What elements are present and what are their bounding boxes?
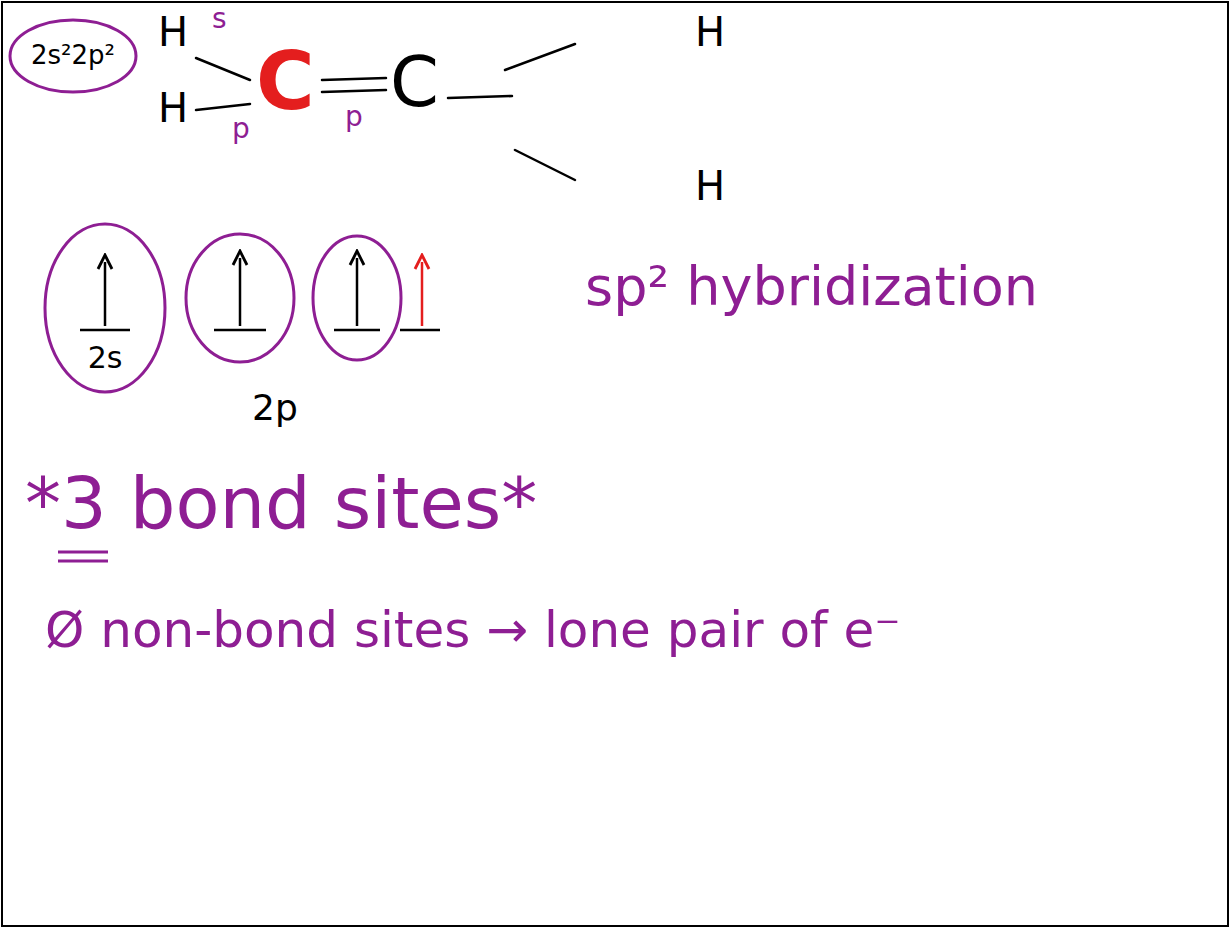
orbital-text: 2s: [88, 340, 123, 376]
ellipse-outline: [45, 224, 165, 392]
note: Ø non-bond sites → lone pair of e⁻: [45, 600, 901, 660]
atom-symbol: C: [390, 40, 439, 124]
note: *3 bond sites*: [25, 460, 537, 546]
orbital-ellipse: 2s²2p²: [8, 18, 138, 94]
orbital-label: s: [212, 2, 227, 36]
orbital-circles: [186, 234, 401, 362]
underline: [58, 552, 108, 561]
atom-symbol: H: [158, 8, 188, 56]
orbital-ellipse: 2s: [43, 222, 167, 394]
orbital-text: 2s²2p²: [31, 40, 115, 71]
electron-arrows: [80, 258, 440, 330]
atom-symbol: H: [695, 8, 725, 56]
note: sp² hybridization: [585, 255, 1038, 320]
atom-symbol: H: [158, 84, 188, 132]
orbital-label: p: [345, 100, 363, 134]
atom-symbol: H: [695, 162, 725, 210]
orbital-label: p: [232, 112, 250, 146]
bond-lines: [196, 44, 575, 180]
promoted-electron: [421, 262, 424, 326]
ellipse-outline: [10, 20, 136, 92]
orbital-label: 2p: [252, 386, 298, 429]
atom-symbol: C: [256, 34, 315, 130]
